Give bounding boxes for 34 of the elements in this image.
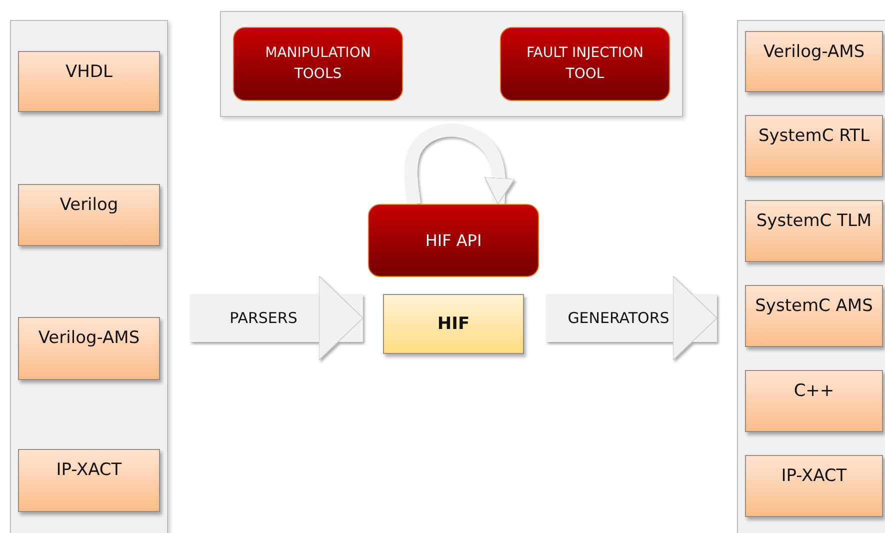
note-box — [18, 51, 160, 112]
node-label: C++ — [794, 381, 834, 401]
node-label: SystemC AMS — [755, 296, 873, 316]
note-box — [18, 184, 160, 246]
curved-arrow — [404, 124, 515, 205]
node-label: Verilog-AMS — [38, 328, 140, 348]
note-box — [745, 31, 883, 92]
node-label: MANIPULATION TOOLS — [264, 44, 372, 84]
note-box — [745, 455, 883, 517]
panel — [737, 20, 885, 533]
tool-box — [233, 27, 403, 101]
block-arrow — [190, 276, 364, 360]
node-label: HIF — [437, 314, 470, 334]
note-box — [745, 285, 883, 347]
note-box — [18, 317, 160, 380]
node-label: Verilog — [60, 195, 118, 215]
block-arrow — [546, 276, 718, 360]
node-label: IP-XACT — [781, 466, 847, 486]
note-box — [383, 294, 524, 354]
node-label: Verilog-AMS — [763, 42, 865, 62]
node-label: HIF API — [425, 230, 482, 252]
note-box — [745, 200, 883, 262]
node-label: SystemC RTL — [758, 126, 870, 146]
node-label: SystemC TLM — [756, 211, 872, 231]
note-box — [18, 449, 160, 512]
panel — [10, 20, 168, 533]
panel — [220, 11, 683, 117]
node-label: FAULT INJECTION TOOL — [526, 44, 644, 84]
tool-box — [500, 27, 670, 101]
note-box — [745, 115, 883, 177]
api-box — [368, 204, 539, 277]
note-box — [745, 370, 883, 432]
node-label: IP-XACT — [56, 460, 122, 480]
node-label: VHDL — [66, 62, 112, 82]
